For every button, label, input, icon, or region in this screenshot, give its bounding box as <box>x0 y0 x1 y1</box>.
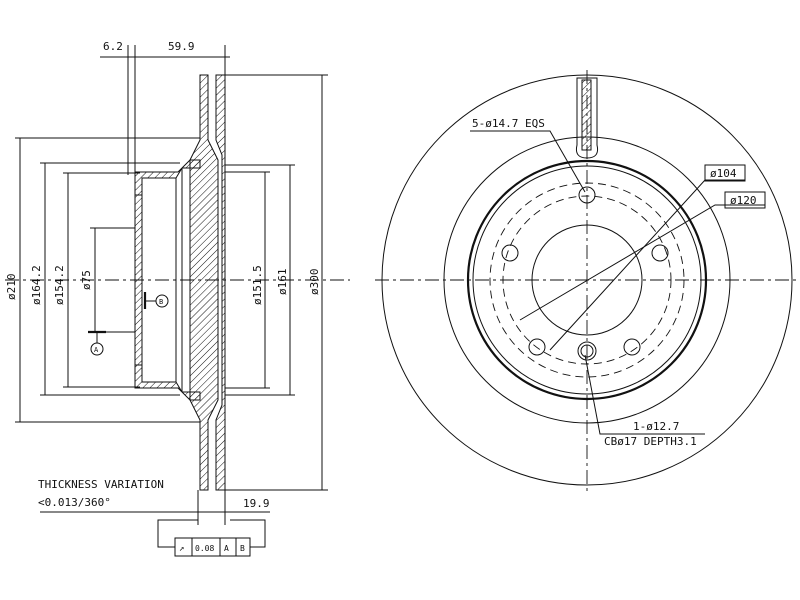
pilot-label: ø120 <box>730 194 757 207</box>
wear-slot <box>576 77 598 159</box>
datum-b: B <box>159 298 163 306</box>
dim-d75: ø75 <box>80 270 93 290</box>
thickness-variation-title: THICKNESS VARIATION <box>38 478 164 491</box>
dim-6-2: 6.2 <box>103 40 123 53</box>
dim-d300: ø300 <box>308 269 321 296</box>
dim-d210: ø210 <box>5 274 18 301</box>
thickness-variation-value: <0.013/360° <box>38 496 111 509</box>
hat-outer <box>466 159 708 401</box>
dim-59-9: 59.9 <box>168 40 195 53</box>
tolerance-datum-b: B <box>240 544 245 553</box>
counterbore-label: CBø17 DEPTH3.1 <box>604 435 697 448</box>
disc-section-outer <box>189 74 219 491</box>
disc-section-inner <box>215 74 226 491</box>
front-view: 5-ø14.7 EQS ø104 ø120 1-ø12.7 CBø17 DEPT… <box>375 70 800 495</box>
tolerance-datum-a: A <box>224 544 229 553</box>
disc-outer-edge <box>381 74 793 486</box>
locator-hole-label: 1-ø12.7 <box>633 420 679 433</box>
bolt-hole-label: 5-ø14.7 EQS <box>472 117 545 130</box>
pcd-label: ø104 <box>710 167 737 180</box>
section-view: 6.2 59.9 ø210 ø164.2 ø154.2 ø75 A B ø151… <box>5 40 350 525</box>
datum-a: A <box>94 346 99 354</box>
dim-d161: ø161 <box>276 269 289 296</box>
tolerance-frame: ↗ 0.08 A B <box>157 519 266 557</box>
runout-symbol: ↗ <box>179 544 184 554</box>
hat-section <box>134 159 201 401</box>
dim-d154-2: ø154.2 <box>53 265 66 305</box>
tolerance-value: 0.08 <box>195 544 214 553</box>
dim-d151-5: ø151.5 <box>251 265 264 305</box>
bolt-holes <box>501 186 669 361</box>
dim-19-9: 19.9 <box>243 497 270 510</box>
dim-d164-2: ø164.2 <box>30 265 43 305</box>
center-bore <box>531 224 643 336</box>
